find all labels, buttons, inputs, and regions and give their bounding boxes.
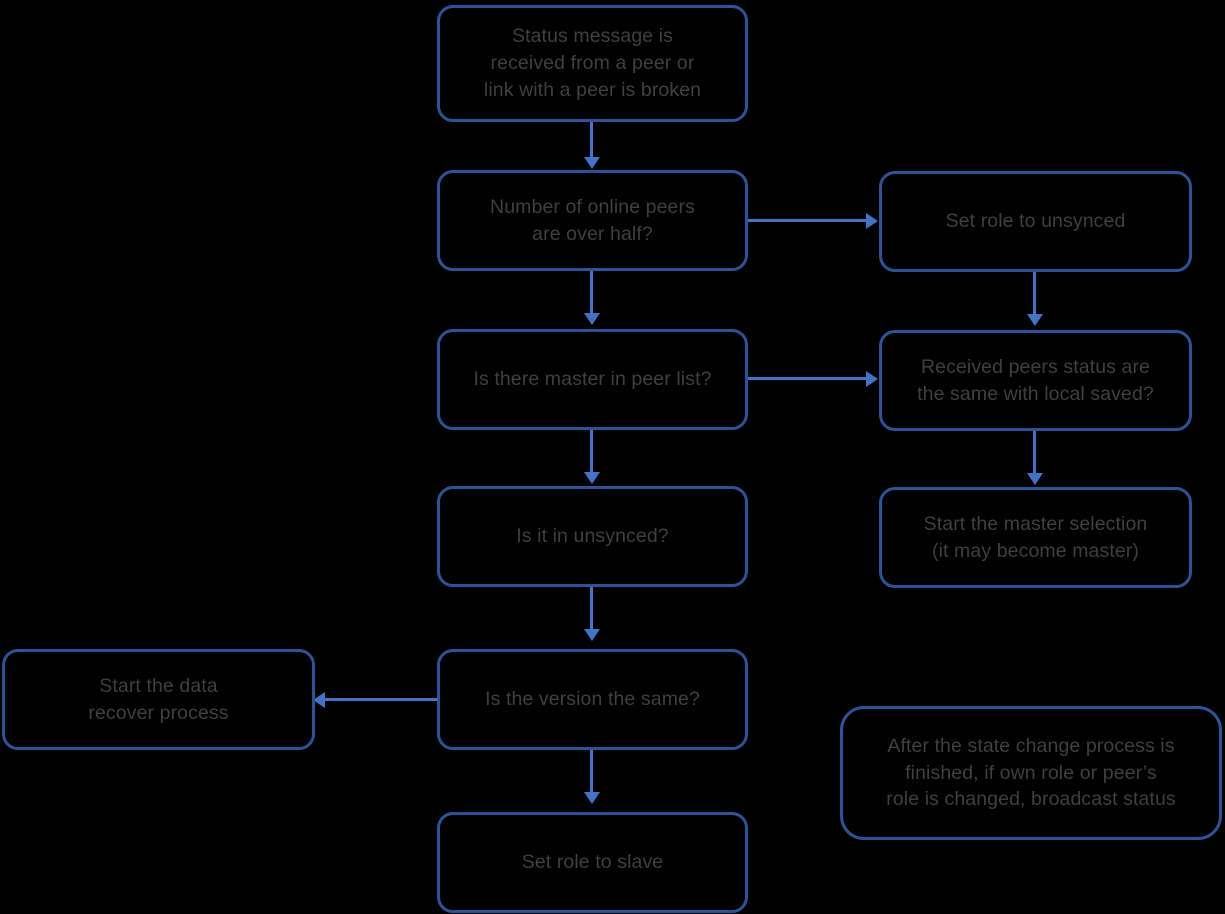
node-start-master-selection[interactable]: Start the master selection (it may becom… xyxy=(879,487,1192,588)
connector-status-to-online-peers xyxy=(590,121,593,163)
arrowhead-online-peers-to-master-list xyxy=(583,313,600,325)
arrowhead-master-list-to-peers-status xyxy=(866,370,878,387)
arrowhead-set-unsynced-to-peers-status xyxy=(1026,314,1043,326)
node-set-role-to-slave[interactable]: Set role to slave xyxy=(437,812,748,913)
node-is-it-in-unsynced[interactable]: Is it in unsynced? xyxy=(437,486,748,587)
connector-online-peers-to-set-unsynced xyxy=(748,219,870,222)
arrowhead-online-peers-to-set-unsynced xyxy=(866,212,878,229)
connector-master-list-to-is-unsynced xyxy=(590,429,593,475)
arrowhead-is-unsynced-to-version-same xyxy=(583,629,600,641)
node-is-the-version-the-same[interactable]: Is the version the same? xyxy=(437,649,748,750)
connector-peers-status-to-master-selection xyxy=(1033,430,1036,476)
connector-is-unsynced-to-version-same xyxy=(590,586,593,632)
connector-master-list-to-peers-status xyxy=(748,377,870,380)
connector-version-same-to-data-recover xyxy=(325,698,438,701)
node-broadcast-status-note[interactable]: After the state change process is finish… xyxy=(840,706,1222,840)
connector-set-unsynced-to-peers-status xyxy=(1033,271,1036,316)
arrowhead-master-list-to-is-unsynced xyxy=(583,472,600,484)
node-received-peers-status-same[interactable]: Received peers status are the same with … xyxy=(879,330,1192,431)
connector-online-peers-to-master-list xyxy=(590,270,593,315)
arrowhead-version-same-to-data-recover xyxy=(313,691,325,708)
connector-version-same-to-set-slave xyxy=(590,749,593,795)
node-is-there-master-in-peer-list[interactable]: Is there master in peer list? xyxy=(437,329,748,430)
node-start-the-data-recover-process[interactable]: Start the data recover process xyxy=(2,649,315,750)
arrowhead-peers-status-to-master-selection xyxy=(1026,473,1043,485)
arrowhead-version-same-to-set-slave xyxy=(583,792,600,804)
node-set-role-to-unsynced[interactable]: Set role to unsynced xyxy=(879,171,1192,272)
arrowhead-status-to-online-peers xyxy=(583,157,600,169)
node-status-message-received[interactable]: Status message is received from a peer o… xyxy=(437,5,748,122)
node-number-of-online-peers-over-half[interactable]: Number of online peers are over half? xyxy=(437,170,748,271)
